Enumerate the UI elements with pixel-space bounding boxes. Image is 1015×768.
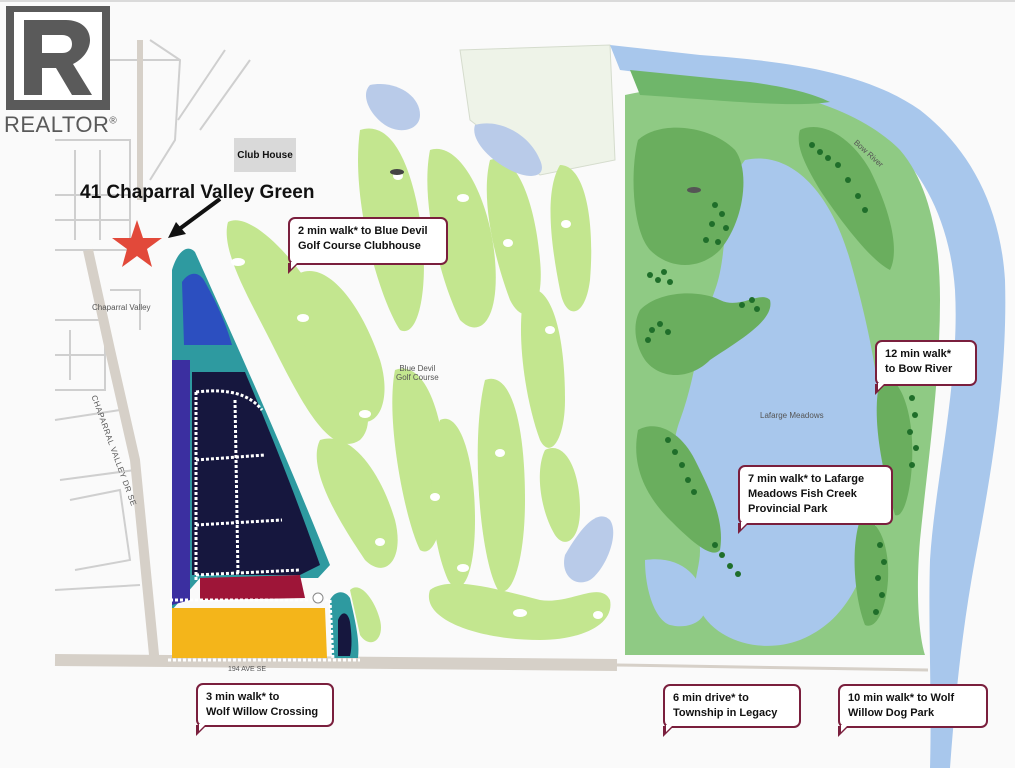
callout-clubhouse-line2: Golf Course Clubhouse [298, 239, 421, 252]
golf-course-label-line1: Blue Devil [399, 364, 436, 373]
golf-course-label-line2: Golf Course [396, 373, 439, 382]
callout-lafarge-line3: Provincial Park [748, 502, 828, 515]
callout-bow-river-line2: to Bow River [885, 362, 953, 375]
callout-wwc-line1: 3 min walk* to [206, 691, 280, 703]
chaparral-valley-dr-road [83, 248, 160, 666]
arrow-icon [168, 197, 222, 238]
callout-dog-park-line2: Willow Dog Park [848, 706, 935, 719]
realtor-r-logo-icon [6, 6, 110, 110]
callout-township: 6 min drive* to Township in Legacy [663, 684, 801, 737]
callout-township-line2: Township in Legacy [673, 706, 778, 719]
clubhouse-label: Club House [234, 138, 296, 172]
development-lots [168, 248, 360, 662]
park-trees [645, 142, 919, 615]
realtor-wordmark: REALTOR [4, 112, 110, 137]
callout-bow-river-line1: 12 min walk* [885, 348, 952, 360]
callout-wolf-willow-crossing: 3 min walk* to Wolf Willow Crossing [196, 683, 334, 736]
callout-clubhouse: 2 min walk* to Blue Devil Golf Course Cl… [288, 217, 448, 274]
subject-address: 41 Chaparral Valley Green [80, 182, 315, 203]
callout-dog-park-line1: 10 min walk* to Wolf [848, 692, 955, 704]
neighbourhood-label: Chaparral Valley [92, 303, 151, 312]
callout-lafarge: 7 min walk* to Lafarge Meadows Fish Cree… [738, 465, 893, 534]
golf-ponds [365, 84, 614, 583]
callout-wwc-line2: Wolf Willow Crossing [206, 705, 319, 718]
park-label: Lafarge Meadows [760, 411, 824, 420]
golf-course-label: Blue Devil Golf Course [396, 364, 439, 382]
callout-lafarge-line1: 7 min walk* to Lafarge [748, 473, 865, 485]
golf-course [226, 44, 616, 643]
callout-dog-park: 10 min walk* to Wolf Willow Dog Park [838, 684, 988, 737]
callout-township-line1: 6 min drive* to [673, 692, 749, 704]
street-label-194-ave: 194 AVE SE [228, 666, 267, 673]
red-star-icon [112, 220, 162, 267]
callout-lafarge-line2: Meadows Fish Creek [748, 487, 857, 500]
street-grid [54, 39, 182, 591]
callout-bow-river: 12 min walk* to Bow River [875, 340, 977, 395]
registered-mark: ® [109, 115, 118, 127]
callout-clubhouse-line1: 2 min walk* to Blue Devil [298, 225, 428, 237]
realtor-logo-text: REALTOR® [4, 112, 117, 138]
194-ave-road [54, 654, 618, 671]
